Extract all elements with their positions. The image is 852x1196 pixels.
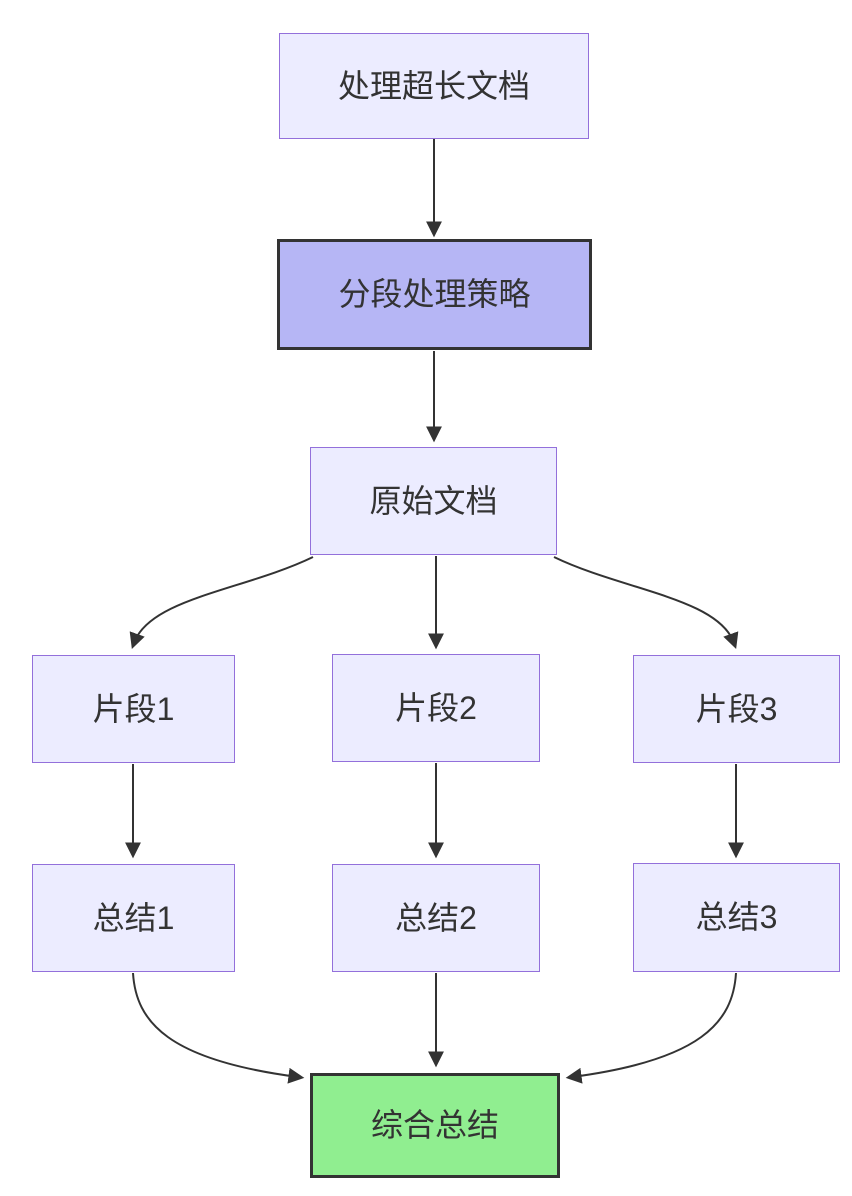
node-strategy: 分段处理策略 xyxy=(277,239,592,350)
edge-source-seg3 xyxy=(553,556,739,650)
node-task: 处理超长文档 xyxy=(279,33,589,139)
node-sum1: 总结1 xyxy=(32,864,235,972)
node-source: 原始文档 xyxy=(310,447,557,555)
node-seg1: 片段1 xyxy=(32,655,235,763)
edge-sum3-final xyxy=(565,972,737,1084)
node-sum2: 总结2 xyxy=(332,864,540,972)
node-final: 综合总结 xyxy=(310,1073,560,1178)
node-seg3: 片段3 xyxy=(633,655,840,763)
edge-source-seg1 xyxy=(129,556,314,650)
node-seg2: 片段2 xyxy=(332,654,540,762)
edge-sum1-final xyxy=(132,972,305,1084)
node-sum3: 总结3 xyxy=(633,863,840,972)
